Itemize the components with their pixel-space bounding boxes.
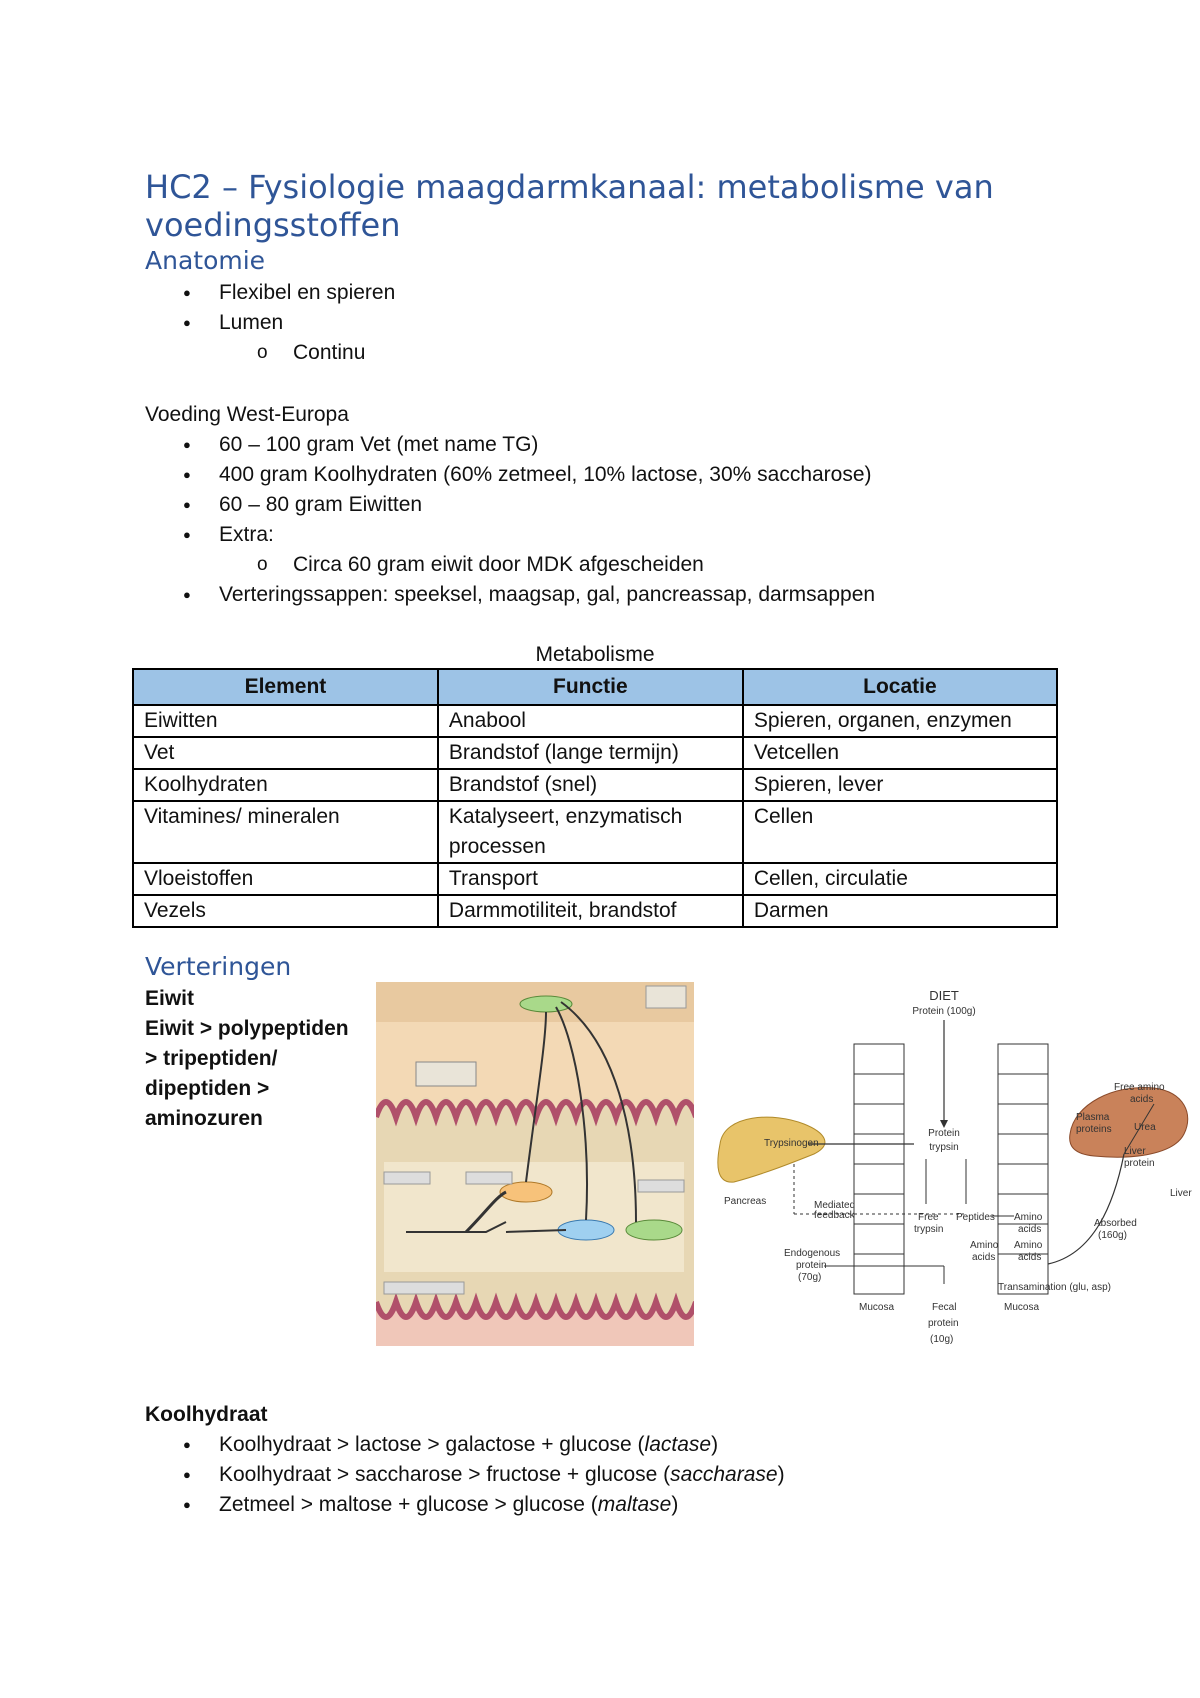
table-row: Vezels Darmmotiliteit, brandstof Darmen	[132, 894, 1059, 928]
svg-text:protein: protein	[928, 1318, 959, 1329]
anatomie-list: Flexibel en spieren Lumen Continu	[145, 278, 1045, 368]
table-row: Vet Brandstof (lange termijn) Vetcellen	[132, 736, 1059, 770]
table-cell: Vloeistoffen	[132, 862, 439, 896]
sub-list-item: Continu	[145, 338, 1045, 368]
svg-text:Amino: Amino	[1014, 1240, 1043, 1251]
svg-text:Free amino: Free amino	[1114, 1082, 1165, 1093]
voeding-heading: Voeding West-Europa	[145, 403, 349, 426]
list-item: 400 gram Koolhydraten (60% zetmeel, 10% …	[145, 460, 1145, 490]
svg-text:protein: protein	[1124, 1158, 1155, 1169]
table-cell: Cellen, circulatie	[741, 862, 1059, 896]
table-cell: Vezels	[132, 894, 439, 928]
table-cell: Vet	[132, 736, 439, 770]
column-header: Locatie	[741, 668, 1059, 706]
svg-text:Mucosa: Mucosa	[1004, 1302, 1039, 1313]
svg-text:trypsin: trypsin	[929, 1142, 958, 1153]
svg-text:Urea: Urea	[1134, 1122, 1156, 1133]
list-item: Verteringssappen: speeksel, maagsap, gal…	[145, 580, 1145, 610]
table-row: Eiwitten Anabool Spieren, organen, enzym…	[132, 704, 1059, 738]
protein-flow-diagram: DIET Protein (100g) Protein trypsin	[714, 984, 1200, 1348]
koolhydraat-title: Koolhydraat	[145, 1403, 268, 1426]
svg-text:protein: protein	[796, 1260, 827, 1271]
svg-text:(160g): (160g)	[1098, 1230, 1127, 1241]
list-item: Zetmeel > maltose + glucose > glucose (m…	[145, 1490, 1145, 1520]
sub-list-item: Circa 60 gram eiwit door MDK afgescheide…	[145, 550, 1145, 580]
svg-text:Pancreas: Pancreas	[724, 1196, 766, 1207]
mucosa-column-right	[997, 1043, 1049, 1295]
table-cell: Anabool	[436, 704, 744, 738]
svg-text:Plasma: Plasma	[1076, 1112, 1110, 1123]
liver-shape	[1069, 1086, 1189, 1158]
mucosa-column-left	[853, 1043, 905, 1295]
table-cell: Vetcellen	[741, 736, 1059, 770]
svg-text:Protein: Protein	[928, 1128, 960, 1139]
svg-text:Trypsinogen: Trypsinogen	[764, 1138, 819, 1149]
svg-text:DIET: DIET	[929, 988, 959, 1003]
svg-text:trypsin: trypsin	[914, 1224, 943, 1235]
svg-text:Peptides: Peptides	[956, 1212, 995, 1223]
svg-text:Mucosa: Mucosa	[859, 1302, 894, 1313]
intestine-illustration	[373, 982, 699, 1346]
list-item: Koolhydraat > saccharose > fructose + gl…	[145, 1460, 1145, 1490]
section-heading-verteringen: Verteringen	[145, 952, 292, 981]
koolhydraat-list: Koolhydraat > lactose > galactose + gluc…	[145, 1430, 1145, 1520]
table-cell: Darmmotiliteit, brandstof	[436, 894, 744, 928]
table-cell: Spieren, lever	[741, 768, 1059, 802]
table-cell: Darmen	[741, 894, 1059, 928]
svg-text:Absorbed: Absorbed	[1094, 1218, 1137, 1229]
intestine-digestion-image	[373, 982, 699, 1346]
svg-text:Amino: Amino	[1014, 1212, 1043, 1223]
svg-text:Fecal: Fecal	[932, 1302, 956, 1313]
svg-text:acids: acids	[972, 1252, 995, 1263]
table-header-row: Element Functie Locatie	[132, 668, 1059, 706]
pancreas-shape	[717, 1116, 826, 1183]
list-item: Lumen	[145, 308, 1045, 338]
svg-text:Mediated: Mediated	[814, 1200, 855, 1211]
column-header: Functie	[436, 668, 744, 706]
table-cell: Brandstof (lange termijn)	[436, 736, 744, 770]
table-cell: Eiwitten	[132, 704, 439, 738]
page-title: HC2 – Fysiologie maagdarmkanaal: metabol…	[145, 168, 994, 244]
table-cell: Cellen	[741, 800, 1059, 864]
table-row: Vloeistoffen Transport Cellen, circulati…	[132, 862, 1059, 896]
column-header: Element	[132, 668, 439, 706]
list-item: Koolhydraat > lactose > galactose + gluc…	[145, 1430, 1145, 1460]
list-item: 60 – 100 gram Vet (met name TG)	[145, 430, 1145, 460]
table-row: Koolhydraten Brandstof (snel) Spieren, l…	[132, 768, 1059, 802]
table-cell: Vitamines/ mineralen	[132, 800, 439, 864]
svg-text:Endogenous: Endogenous	[784, 1248, 840, 1259]
svg-text:Protein (100g): Protein (100g)	[912, 1006, 975, 1017]
table-cell: Koolhydraten	[132, 768, 439, 802]
svg-text:acids: acids	[1018, 1224, 1041, 1235]
protein-flow-svg: DIET Protein (100g) Protein trypsin	[717, 988, 1192, 1345]
svg-text:(10g): (10g)	[930, 1334, 953, 1345]
list-item: 60 – 80 gram Eiwitten	[145, 490, 1145, 520]
table-caption: Metabolisme	[535, 643, 655, 666]
table-cell: Transport	[436, 862, 744, 896]
metabolisme-table: Element Functie Locatie Eiwitten Anabool…	[132, 668, 1059, 928]
eiwit-title: Eiwit	[145, 987, 195, 1010]
svg-text:proteins: proteins	[1076, 1124, 1112, 1135]
list-item: Extra:	[145, 520, 1145, 550]
svg-text:acids: acids	[1130, 1094, 1153, 1105]
svg-text:Free: Free	[918, 1212, 939, 1223]
svg-text:Liver: Liver	[1124, 1146, 1146, 1157]
table-cell: Spieren, organen, enzymen	[741, 704, 1059, 738]
svg-text:(70g): (70g)	[798, 1272, 821, 1283]
voeding-list: 60 – 100 gram Vet (met name TG) 400 gram…	[145, 430, 1145, 610]
svg-text:acids: acids	[1018, 1252, 1041, 1263]
list-item: Flexibel en spieren	[145, 278, 1045, 308]
table-cell: Brandstof (snel)	[436, 768, 744, 802]
svg-text:feedback: feedback	[814, 1210, 856, 1221]
eiwit-text: Eiwit > polypeptiden > tripeptiden/ dipe…	[145, 1017, 349, 1130]
svg-text:Liver: Liver	[1170, 1188, 1192, 1199]
svg-text:Transamination (glu, asp): Transamination (glu, asp)	[998, 1282, 1111, 1293]
table-row: Vitamines/ mineralen Katalyseert, enzyma…	[132, 800, 1059, 864]
table-cell: Katalyseert, enzymatisch processen	[436, 800, 744, 864]
section-heading-anatomie: Anatomie	[145, 246, 266, 275]
svg-text:Amino: Amino	[970, 1240, 999, 1251]
